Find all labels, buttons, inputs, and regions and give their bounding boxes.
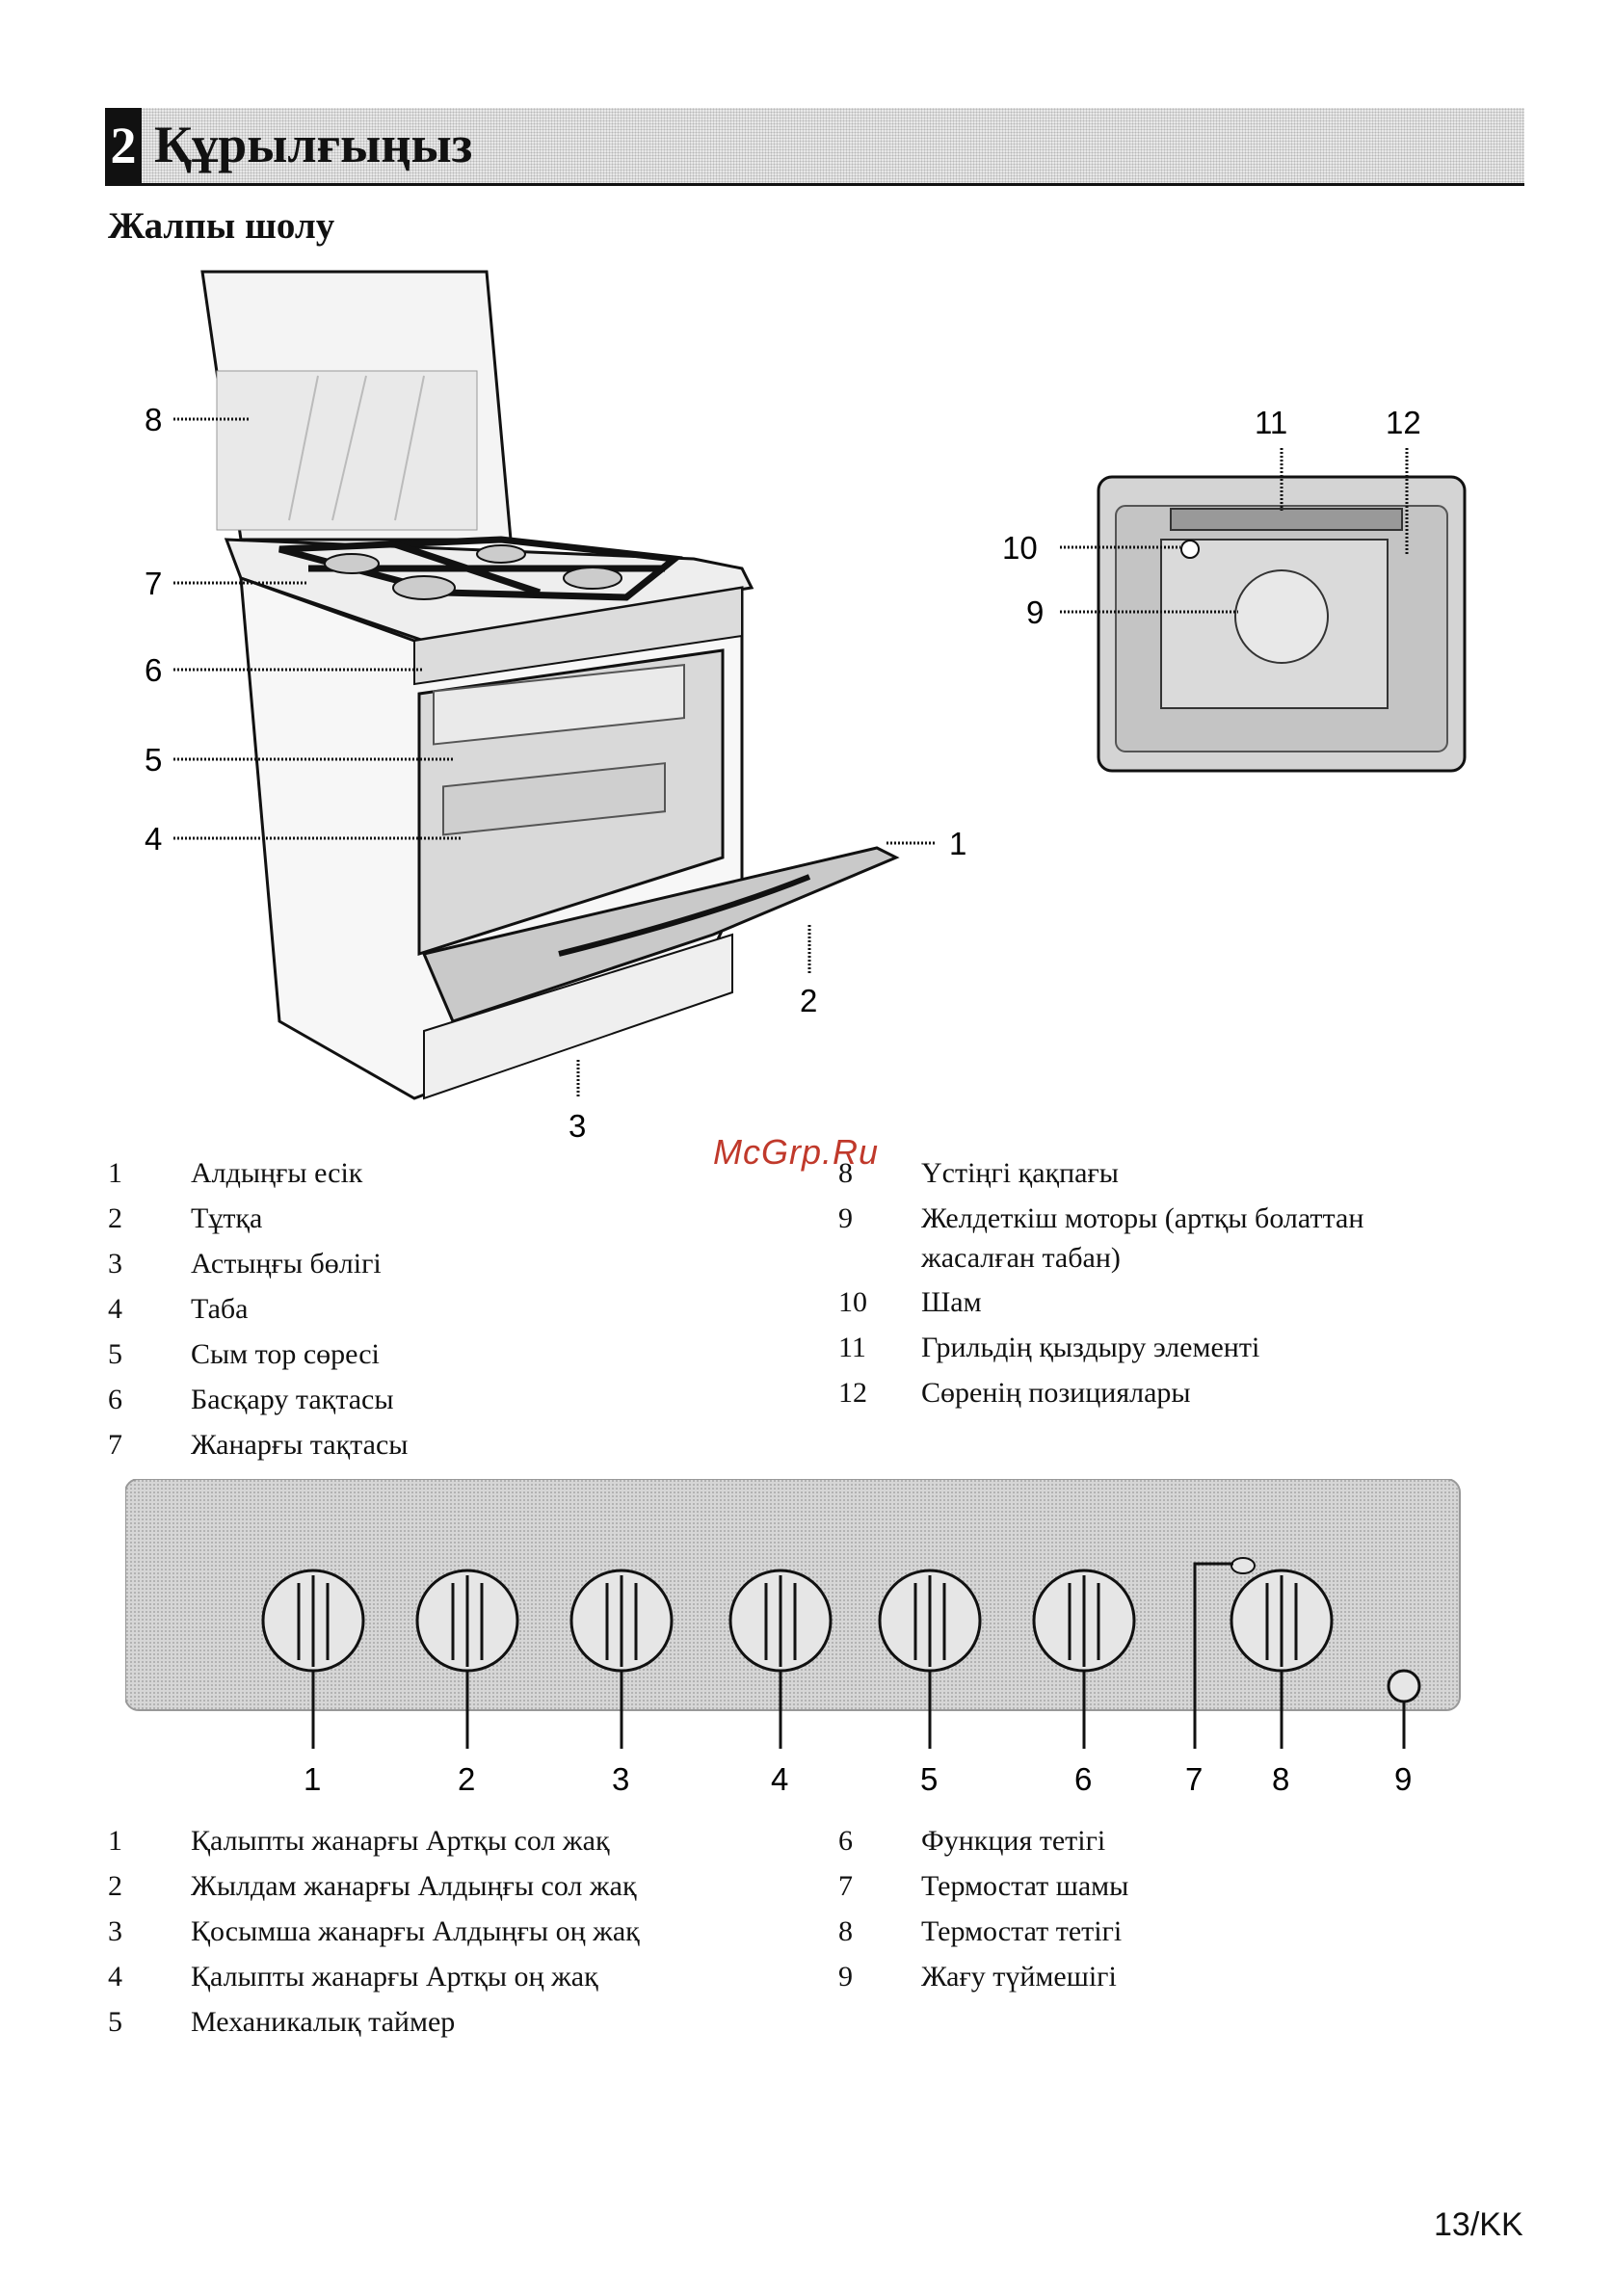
legend-item: 10 Шам bbox=[838, 1286, 982, 1318]
legend-item: 11 Грильдің қыздыру элементі bbox=[838, 1332, 1260, 1363]
oven-lamp bbox=[1180, 540, 1200, 559]
knob-4 bbox=[728, 1569, 833, 1673]
legend-item: 8 Үстіңгі қақпағы bbox=[838, 1157, 1119, 1189]
legend-item: 5 Сым тор сөресі bbox=[108, 1338, 380, 1370]
cooker-callout-5: 5 bbox=[145, 742, 162, 778]
knob-5-timer bbox=[878, 1569, 982, 1673]
burners bbox=[324, 544, 622, 600]
legend-item: 4 Таба bbox=[108, 1293, 249, 1325]
legend-panel-left: 1 Қалыпты жанарғы Артқы сол жақ 2 Жылдам… bbox=[108, 1819, 860, 2045]
cooker-illustration: 8 7 6 5 4 1 2 3 bbox=[145, 270, 966, 1144]
oven-callout-10: 10 bbox=[1002, 530, 1038, 566]
legend-cooker-right: 8 Үстіңгі қақпағы 9 Желдеткіш моторы (ар… bbox=[838, 1151, 1532, 1416]
panel-callout-5: 5 bbox=[920, 1761, 938, 1797]
page-number: 13/KK bbox=[1434, 2206, 1523, 2243]
cooker-callout-1: 1 bbox=[949, 826, 966, 861]
panel-callout-8: 8 bbox=[1272, 1761, 1289, 1797]
panel-callout-2: 2 bbox=[458, 1761, 475, 1797]
chapter-header-bar bbox=[105, 108, 1524, 186]
knob-8-thermostat bbox=[1230, 1569, 1334, 1673]
fan-motor bbox=[1234, 569, 1329, 664]
cooker-callout-6: 6 bbox=[145, 652, 162, 688]
lid-glass bbox=[216, 370, 478, 531]
panel-callout-6: 6 bbox=[1074, 1761, 1092, 1797]
legend-item: 9 Желдеткіш моторы (артқы болаттан жасал… bbox=[838, 1202, 1364, 1274]
legend-item: 2 Тұтқа bbox=[108, 1202, 263, 1234]
cooker-callout-8: 8 bbox=[145, 402, 162, 437]
grill-element bbox=[1170, 508, 1403, 531]
legend-item: 2 Жылдам жанарғы Алдыңғы сол жақ bbox=[108, 1870, 637, 1902]
cooker-callout-2: 2 bbox=[800, 983, 817, 1018]
cooker-callout-4: 4 bbox=[145, 821, 162, 857]
panel-callout-3: 3 bbox=[612, 1761, 629, 1797]
legend-item: 1 Қалыпты жанарғы Артқы сол жақ bbox=[108, 1825, 610, 1857]
legend-item: 3 Астыңғы бөлігі bbox=[108, 1248, 382, 1280]
oven-interior-illustration: 10 9 11 12 bbox=[1002, 405, 1467, 773]
wire-rack bbox=[433, 663, 685, 746]
panel-callout-1: 1 bbox=[304, 1761, 321, 1797]
legend-item: 9 Жағу түймешігі bbox=[838, 1961, 1117, 1993]
door-handle bbox=[558, 874, 811, 957]
knob-3 bbox=[569, 1569, 674, 1673]
legend-panel-right: 6 Функция тетігі 7 Термостат шамы 8 Терм… bbox=[838, 1819, 1532, 2000]
panel-callout-9: 9 bbox=[1394, 1761, 1412, 1797]
legend-item: 6 Функция тетігі bbox=[838, 1825, 1106, 1857]
oven-callout-9: 9 bbox=[1026, 594, 1044, 630]
ignition-button bbox=[1387, 1669, 1421, 1703]
knob-2 bbox=[415, 1569, 519, 1673]
legend-item: 4 Қалыпты жанарғы Артқы оң жақ bbox=[108, 1961, 598, 1993]
chapter-title: Құрылғыңыз bbox=[154, 116, 473, 173]
legend-item: 3 Қосымша жанарғы Алдыңғы оң жақ bbox=[108, 1915, 640, 1947]
watermark: McGrp.Ru bbox=[713, 1132, 880, 1172]
section-title: Жалпы шолу bbox=[108, 205, 335, 247]
oven-callout-12: 12 bbox=[1386, 405, 1421, 440]
legend-item: 12 Сөренің позициялары bbox=[838, 1377, 1191, 1409]
panel-callout-7: 7 bbox=[1185, 1761, 1203, 1797]
bottom-drawer bbox=[423, 933, 733, 1100]
cooker-callout-7: 7 bbox=[145, 566, 162, 601]
legend-item: 7 Жанарғы тақтасы bbox=[108, 1429, 409, 1461]
thermostat-lamp bbox=[1230, 1557, 1256, 1574]
tray bbox=[442, 762, 666, 836]
legend-item: 6 Басқару тақтасы bbox=[108, 1384, 394, 1415]
panel-callout-4: 4 bbox=[771, 1761, 788, 1797]
knob-1 bbox=[261, 1569, 365, 1673]
chapter-number: 2 bbox=[105, 108, 142, 183]
legend-item: 5 Механикалық таймер bbox=[108, 2006, 456, 2038]
knob-6-function bbox=[1032, 1569, 1136, 1673]
cooker-callout-3: 3 bbox=[569, 1108, 586, 1144]
oven-callout-11: 11 bbox=[1255, 405, 1287, 440]
control-panel-illustration: 1 2 3 4 5 6 7 8 9 bbox=[125, 1479, 1461, 1797]
legend-item: 1 Алдыңғы есік bbox=[108, 1157, 363, 1189]
legend-cooker-left: 1 Алдыңғы есік 2 Тұтқа 3 Астыңғы бөлігі … bbox=[108, 1151, 860, 1468]
legend-item: 7 Термостат шамы bbox=[838, 1870, 1129, 1902]
legend-item: 8 Термостат тетігі bbox=[838, 1915, 1123, 1947]
